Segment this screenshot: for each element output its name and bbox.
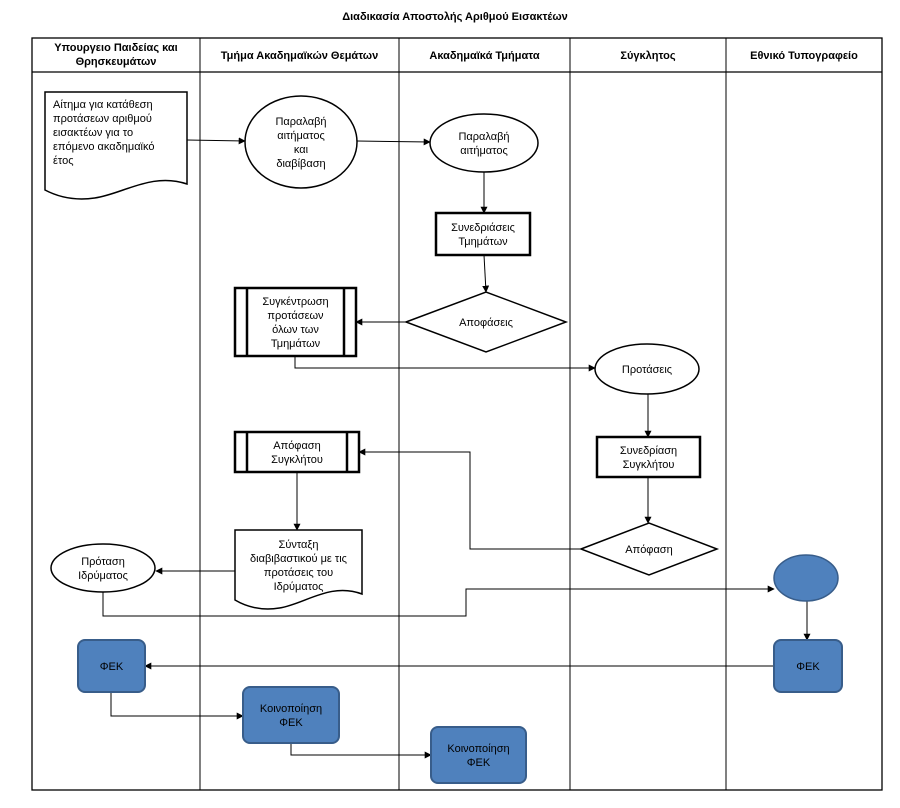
node-label-cover-letter-line-3: Ιδρύματος: [274, 581, 324, 593]
connector-senate_decision-to-senate_decision_record: [358, 448, 581, 550]
node-label-collect-proposals-line-3: Τμημάτων: [271, 338, 321, 350]
node-label-cover-letter-line-1: διαβιβαστικού με τις: [250, 553, 347, 565]
node-label-notify-fek-departments-line-0: Κοινοποίηση: [447, 743, 509, 755]
node-label-cover-letter-line-2: προτάσεις του: [264, 567, 333, 579]
lane-header-ministry-line-1: Θρησκευμάτων: [76, 56, 157, 68]
node-label-request-doc-line-2: εισακτέων για το: [53, 127, 133, 139]
node-label-fek-ministry-line-0: ΦΕΚ: [100, 661, 124, 673]
node-label-dept-receive-line-0: Παραλαβή: [458, 131, 509, 143]
node-label-receive-read-line-1: αιτήματος: [277, 130, 325, 142]
node-label-receive-read-line-0: Παραλαβή: [275, 116, 326, 128]
node-label-senate-decision-record-line-0: Απόφαση: [273, 440, 320, 452]
node-label-dept-meetings-line-0: Συνεδριάσεις: [451, 222, 515, 234]
node-request-doc: Αίτημα για κατάθεση προτάσεων αριθμού εισα…: [44, 91, 188, 200]
connector-request_doc-to-receive_read: [186, 137, 246, 145]
connector-institution_proposal-to-printing_event: [102, 585, 775, 617]
node-fek-printing: ΦΕΚ: [773, 639, 843, 693]
node-label-request-doc-line-0: Αίτημα για κατάθεση: [53, 99, 153, 111]
lane-header-departments: Ακαδημαϊκά Τμήματα: [429, 50, 539, 62]
node-label-notify-fek-academic-line-0: Κοινοποίηση: [260, 703, 322, 715]
lane-header-academic_affairs: Τμήμα Ακαδημαϊκών Θεμάτων: [221, 50, 378, 62]
lane-header-senate: Σύγκλητος: [620, 50, 675, 62]
node-label-senate-decision-record-line-1: Συγκλήτου: [271, 454, 323, 466]
node-label-notify-fek-departments-line-1: ΦΕΚ: [467, 757, 491, 769]
node-label-senate-meeting-line-1: Συγκλήτου: [623, 459, 675, 471]
node-label-notify-fek-academic-line-1: ΦΕΚ: [279, 717, 303, 729]
node-label-proposals-line-0: Προτάσεις: [622, 364, 672, 376]
flow-nodes: Αίτημα για κατάθεση προτάσεων αριθμού εισα…: [44, 91, 843, 784]
node-label-cover-letter-line-0: Σύνταξη: [279, 539, 319, 551]
node-dept-receive: Παραλαβή αιτήματος: [429, 113, 539, 173]
diagram-title: Διαδικασία Αποστολής Αριθμού Εισακτέων: [342, 11, 568, 23]
lane-header-ministry-line-0: Υπουργειο Παιδείας και: [54, 42, 177, 54]
node-label-institution-proposal-line-1: Ιδρύματος: [78, 570, 128, 582]
node-label-collect-proposals-line-0: Συγκέντρωση: [262, 296, 328, 308]
node-label-dept-meetings-line-1: Τμημάτων: [458, 236, 508, 248]
node-label-request-doc-line-4: έτος: [53, 155, 74, 167]
connector-receive_read-to-dept_receive: [356, 138, 431, 146]
node-label-fek-printing-line-0: ΦΕΚ: [796, 661, 820, 673]
node-cover-letter: Σύνταξη διαβιβαστικού με τις προτάσεις του…: [234, 529, 363, 610]
connectors: [102, 137, 811, 759]
node-label-request-doc-line-1: προτάσεων αριθμού: [53, 113, 152, 125]
connector-fek_ministry-to-notify_fek_academic: [110, 692, 244, 720]
node-label-institution-proposal-line-0: Πρόταση: [81, 556, 125, 568]
node-label-request-doc-line-3: επόμενο ακαδημαϊκό: [53, 141, 154, 153]
node-label-dept-decisions-line-0: Αποφάσεις: [459, 317, 513, 329]
connector-collect_proposals-to-proposals: [294, 356, 596, 372]
lane-header-printing: Εθνικό Τυπογραφείο: [750, 50, 858, 62]
node-label-receive-read-line-2: και: [294, 144, 309, 156]
node-receive-read: Παραλαβή αιτήματος και διαβίβαση: [244, 95, 358, 189]
node-label-receive-read-line-3: διαβίβαση: [276, 158, 325, 170]
connector-dept_meetings-to-dept_decisions: [482, 254, 490, 293]
connector-notify_fek_academic-to-notify_fek_departments: [290, 743, 432, 759]
node-printing-event: [773, 554, 839, 602]
node-dept-decisions: Αποφάσεις: [403, 291, 569, 353]
node-label-collect-proposals-line-1: προτάσεων: [267, 310, 324, 322]
node-label-collect-proposals-line-2: όλων των: [272, 324, 319, 336]
node-proposals: Προτάσεις: [594, 343, 700, 395]
node-label-senate-decision-line-0: Απόφαση: [625, 544, 672, 556]
node-label-senate-meeting-line-0: Συνεδρίαση: [620, 445, 677, 457]
node-senate-decision: Απόφαση: [578, 522, 720, 576]
node-fek-ministry: ΦΕΚ: [77, 639, 146, 693]
node-label-dept-receive-line-1: αιτήματος: [460, 145, 508, 157]
